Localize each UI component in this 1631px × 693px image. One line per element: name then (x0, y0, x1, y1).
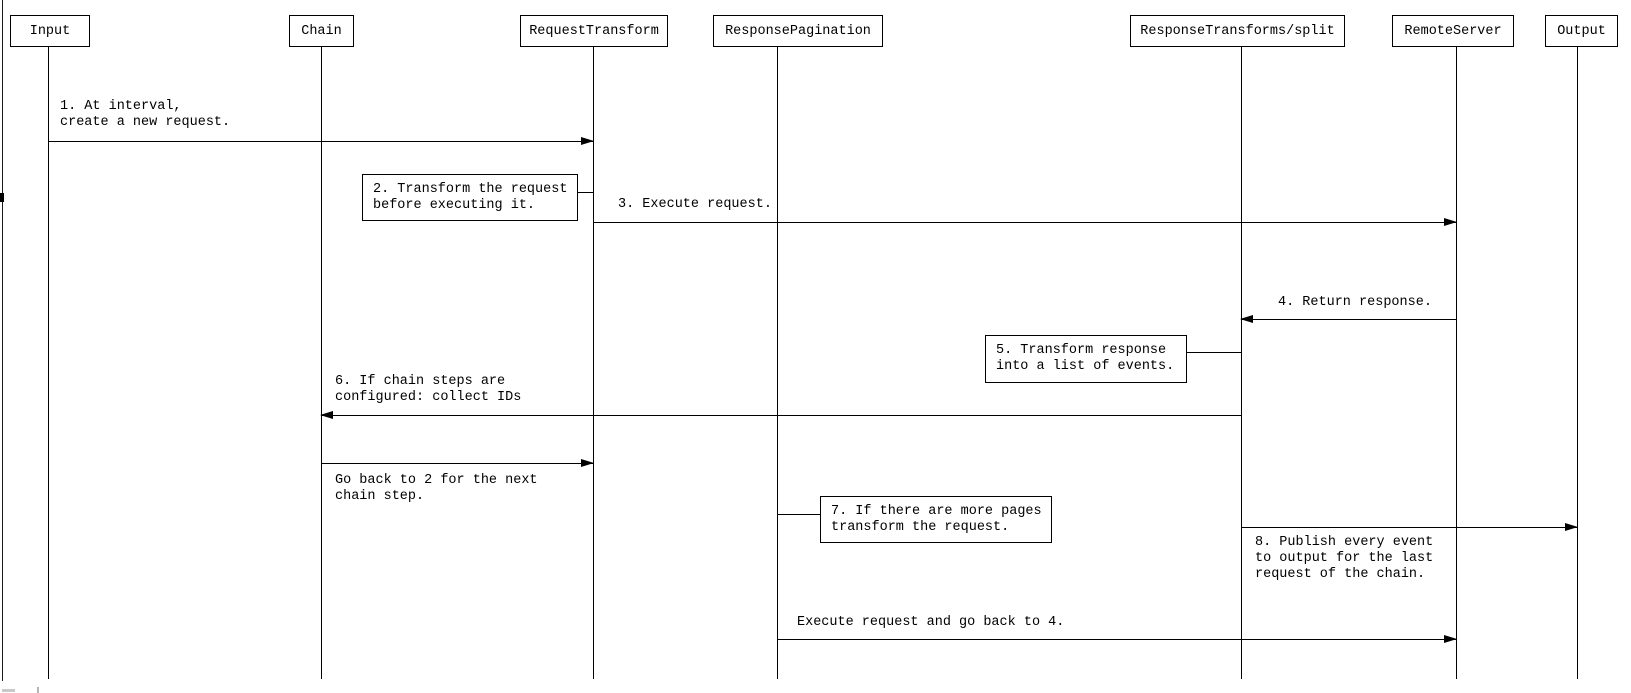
message-label-1: 1. At interval, create a new request. (60, 99, 231, 130)
participant-box-responsepagination: ResponsePagination (713, 15, 883, 47)
participant-label: RemoteServer (1404, 23, 1502, 39)
participant-label: ResponsePagination (725, 23, 871, 39)
note-connector-2 (578, 192, 593, 193)
arrowhead-right-icon (1444, 218, 1457, 226)
message-label-8: 8. Publish every event to output for the… (1255, 535, 1434, 582)
participant-box-output: Output (1545, 15, 1618, 47)
message-arrow-goback (321, 459, 594, 467)
message-label-3: 3. Execute request. (618, 197, 772, 212)
arrowhead-right-icon (581, 137, 594, 145)
message-arrow-6 (320, 411, 1241, 419)
arrowhead-right-icon (581, 459, 594, 467)
note-box-7: 7. If there are more pages transform the… (820, 496, 1052, 543)
note-box-2: 2. Transform the request before executin… (362, 174, 578, 221)
message-arrow-1 (48, 137, 594, 145)
lifeline-responsetransforms-split (1241, 47, 1242, 679)
participant-box-chain: Chain (289, 15, 354, 47)
message-arrow-8 (1241, 523, 1578, 531)
arrowhead-left-icon (1240, 315, 1253, 323)
message-arrow-4 (1240, 315, 1456, 323)
bottom-left-artifact (37, 687, 39, 693)
lifeline-remoteserver (1456, 47, 1457, 679)
message-arrow-3 (593, 218, 1457, 226)
participant-label: RequestTransform (529, 23, 659, 39)
message-label-execute-again: Execute request and go back to 4. (797, 615, 1065, 630)
lifeline-requesttransform (593, 47, 594, 679)
participant-box-input: Input (10, 15, 90, 47)
participant-label: ResponseTransforms/split (1140, 23, 1335, 39)
message-label-goback: Go back to 2 for the next chain step. (335, 473, 538, 504)
page-left-border (2, 0, 3, 681)
message-label-4: 4. Return response. (1278, 295, 1432, 310)
arrowhead-left-icon (320, 411, 333, 419)
note-box-5: 5. Transform response into a list of eve… (985, 335, 1187, 383)
lifeline-input (48, 47, 49, 679)
message-arrow-execute-again (777, 635, 1457, 643)
participant-box-requesttransform: RequestTransform (520, 15, 668, 47)
left-edge-tick (0, 193, 4, 202)
lifeline-output (1577, 47, 1578, 679)
message-label-6: 6. If chain steps are configured: collec… (335, 374, 522, 405)
arrowhead-right-icon (1565, 523, 1578, 531)
participant-label: Output (1557, 23, 1606, 39)
lifeline-responsepagination (777, 47, 778, 679)
participant-box-responsetransforms-split: ResponseTransforms/split (1130, 15, 1345, 47)
participant-label: Chain (301, 23, 342, 39)
arrowhead-right-icon (1444, 635, 1457, 643)
note-connector-7 (777, 514, 820, 515)
note-connector-5 (1187, 352, 1241, 353)
participant-box-remoteserver: RemoteServer (1392, 15, 1514, 47)
bottom-left-artifact (2, 689, 15, 692)
lifeline-chain (321, 47, 322, 679)
participant-label: Input (29, 23, 71, 39)
